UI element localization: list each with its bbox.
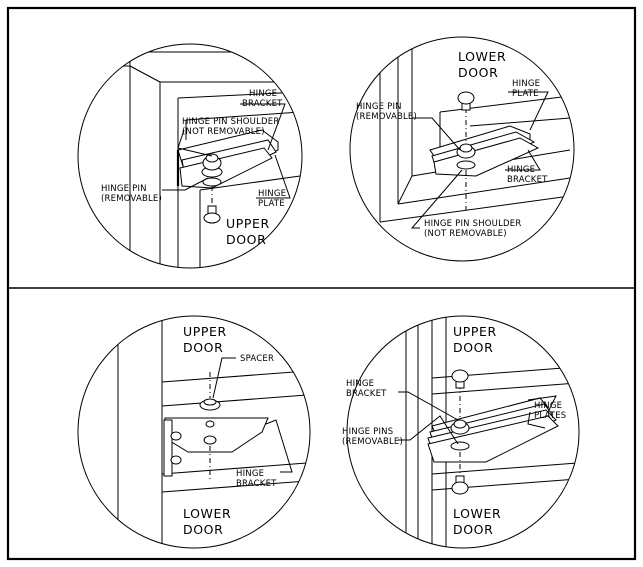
label-hinge-pin-line2: (REMOVABLE): [356, 112, 417, 122]
label-spacer: SPACER: [240, 354, 274, 364]
label-hinge-pin-shoulder-line2: (NOT REMOVABLE): [182, 127, 265, 137]
leaders: [398, 391, 557, 445]
detail-circle: [346, 315, 580, 549]
panel-bottom-right: UPPER DOOR HINGE BRACKET HINGE PINS (REM…: [342, 315, 580, 549]
label-upper-door-line2: DOOR: [183, 340, 223, 355]
detail-circle: [77, 43, 303, 269]
label-hinge-pin-line1: HINGE PIN: [356, 102, 402, 112]
label-hinge-bracket-line2: BRACKET: [242, 99, 283, 109]
panel-top-right: LOWER DOOR HINGE PLATE HINGE PIN (REMOVA…: [349, 36, 575, 262]
label-lower-door-line2: DOOR: [183, 522, 223, 537]
leaders: [162, 103, 291, 199]
label-upper-door-line1: UPPER: [183, 324, 227, 339]
label-hinge-plates-line2: PLATES: [534, 411, 566, 421]
label-hinge-plate-line1: HINGE: [512, 79, 540, 89]
detail-circle: [77, 315, 311, 549]
leaders: [410, 91, 549, 229]
label-hinge-bracket-line2: BRACKET: [346, 389, 387, 399]
label-hinge-pin-shoulder-line2: (NOT REMOVABLE): [424, 229, 507, 239]
label-lower-door-line1: LOWER: [183, 506, 231, 521]
detail-circle: [349, 36, 575, 262]
label-hinge-bracket-line1: HINGE: [346, 379, 374, 389]
label-lower-door-line2: DOOR: [458, 65, 498, 80]
label-hinge-pin-line2: (REMOVABLE): [101, 194, 162, 204]
panel-bottom-left: UPPER DOOR SPACER HINGE BRACKET LOWER DO…: [77, 315, 311, 549]
label-hinge-bracket-line2: BRACKET: [236, 479, 277, 489]
label-lower-door-line2: DOOR: [453, 522, 493, 537]
label-hinge-bracket-line1: HINGE: [236, 469, 264, 479]
label-hinge-bracket-line1: HINGE: [507, 165, 535, 175]
cabinet-corner-lower: [379, 40, 571, 223]
label-hinge-pin-shoulder-line1: HINGE PIN SHOULDER: [182, 117, 279, 127]
label-hinge-pins-line2: (REMOVABLE): [342, 437, 403, 447]
label-hinge-bracket-line2: BRACKET: [507, 175, 548, 185]
label-hinge-plate-line2: PLATE: [512, 89, 539, 99]
label-hinge-pin-line1: HINGE PIN: [101, 184, 147, 194]
outer-frame: [6, 6, 637, 561]
label-upper-door-line2: DOOR: [453, 340, 493, 355]
label-lower-door-line1: LOWER: [453, 506, 501, 521]
cabinet-corner-upper: [120, 51, 301, 268]
label-hinge-plate-line1: HINGE: [258, 189, 286, 199]
door-edges-spacer: [117, 316, 310, 548]
leaders: [212, 357, 293, 473]
label-lower-door-line1: LOWER: [458, 49, 506, 64]
label-hinge-pin-shoulder-line1: HINGE PIN SHOULDER: [424, 219, 521, 229]
label-upper-door-line1: UPPER: [453, 324, 497, 339]
label-hinge-plates-line1: HINGE: [534, 401, 562, 411]
panel-top-left: HINGE BRACKET HINGE PIN SHOULDER (NOT RE…: [77, 43, 303, 269]
label-upper-door-line2: DOOR: [226, 232, 266, 247]
label-hinge-plate-line2: PLATE: [258, 199, 285, 209]
door-edges-stacked-hinge: [405, 316, 579, 548]
label-hinge-bracket-line1: HINGE: [249, 89, 277, 99]
label-upper-door-line1: UPPER: [226, 216, 270, 231]
label-hinge-pins-line1: HINGE PINS: [342, 427, 393, 437]
